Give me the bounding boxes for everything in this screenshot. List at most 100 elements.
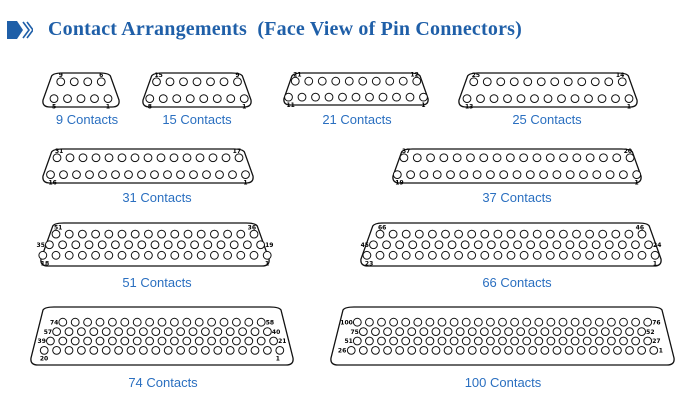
contact-pin [643, 317, 653, 327]
contact-pin [297, 92, 307, 102]
contact-pin [467, 250, 477, 260]
contact-pin [600, 327, 610, 337]
contact-pin [395, 327, 405, 337]
contact-pin [493, 229, 503, 239]
contact-pin [604, 240, 614, 250]
connector-caption: 37 Contacts [482, 190, 552, 205]
contact-pin [613, 346, 622, 355]
contact-pin [250, 327, 260, 337]
contact-pin [351, 92, 361, 102]
contact-pin [408, 240, 418, 250]
contact-pin [375, 229, 385, 239]
contact-pin [486, 240, 496, 250]
contact-pin [576, 346, 586, 355]
pin-number-label: 37 [402, 148, 410, 155]
contact-pin [83, 336, 92, 346]
contact-pin [69, 77, 79, 87]
contact-pin [631, 336, 641, 346]
connector-shell [392, 148, 642, 184]
contact-pin [176, 327, 186, 337]
contact-pin [631, 317, 641, 327]
pin-number-label: 58 [266, 319, 274, 326]
contact-pin [492, 153, 502, 163]
contact-pin [244, 336, 254, 346]
contact-pin [570, 336, 580, 346]
contact-pin [170, 317, 179, 327]
contact-pin [509, 77, 519, 87]
contact-pin [213, 346, 223, 355]
contact-pin [550, 77, 560, 87]
contact-pin [582, 336, 592, 346]
contact-pin [545, 250, 555, 260]
contact-pin [401, 317, 411, 327]
contact-pin [449, 317, 459, 327]
contact-pin [632, 170, 642, 180]
pin-number-label: 18 [41, 260, 49, 267]
contact-pin [117, 250, 127, 260]
contact-pin [500, 240, 509, 250]
contact-pin [455, 346, 465, 355]
contact-pin [201, 346, 210, 355]
contact-pin [358, 76, 368, 86]
contact-pin [419, 346, 429, 355]
contact-pin [145, 317, 154, 327]
contact-pin [455, 327, 465, 337]
contact-pin [452, 153, 462, 163]
contact-pin [346, 346, 356, 355]
contact-pin [545, 153, 555, 163]
contact-pin [611, 250, 621, 260]
contact-pin [130, 229, 140, 239]
pin-number-label: 51 [54, 225, 62, 232]
contact-pin [232, 317, 241, 327]
contact-pin [428, 229, 437, 239]
contact-pin [163, 327, 173, 337]
contact-pin [120, 336, 130, 346]
contact-pin [578, 240, 588, 250]
contact-pin [163, 240, 173, 250]
contact-pin [611, 94, 620, 104]
contact-pin [605, 170, 615, 180]
pin-number-label: 1 [627, 104, 631, 111]
contact-pin [540, 346, 550, 355]
contact-pin [365, 336, 374, 346]
contact-pin [611, 229, 621, 239]
contact-pin [249, 250, 259, 260]
contact-pin [311, 92, 320, 102]
contact-pin [78, 229, 87, 239]
contact-pin [213, 327, 223, 337]
contact-pin [269, 336, 279, 346]
contact-pin [572, 153, 582, 163]
contact-pin [192, 77, 202, 87]
contact-pin [449, 336, 459, 346]
contact-pin [480, 250, 490, 260]
contact-pin [188, 327, 198, 337]
contact-pin [182, 336, 192, 346]
connector-caption: 74 Contacts [128, 375, 198, 390]
contact-pin [239, 94, 249, 104]
connector-shell [458, 72, 638, 108]
contact-pin [126, 346, 136, 355]
contact-pin [244, 317, 254, 327]
contact-pin [377, 317, 386, 327]
contact-pin [598, 250, 608, 260]
contact-pin [513, 240, 522, 250]
contact-pin [624, 229, 634, 239]
contact-pin [594, 336, 604, 346]
contact-pin [179, 77, 188, 87]
contact-pin [489, 94, 499, 104]
contact-pin [170, 336, 179, 346]
contact-pin [486, 336, 495, 346]
contact-pin [163, 346, 173, 355]
contact-pin [228, 170, 237, 180]
contact-pin [157, 229, 166, 239]
contact-pin [461, 336, 471, 346]
contact-pin [144, 229, 153, 239]
contact-pin [236, 250, 246, 260]
pin-number-label: 74 [50, 319, 58, 326]
contact-pin [70, 317, 80, 327]
contact-pin [382, 240, 391, 250]
contact-pin [637, 327, 647, 337]
contact-pin [52, 346, 62, 355]
contact-pin [114, 346, 123, 355]
contact-pin [338, 92, 347, 102]
